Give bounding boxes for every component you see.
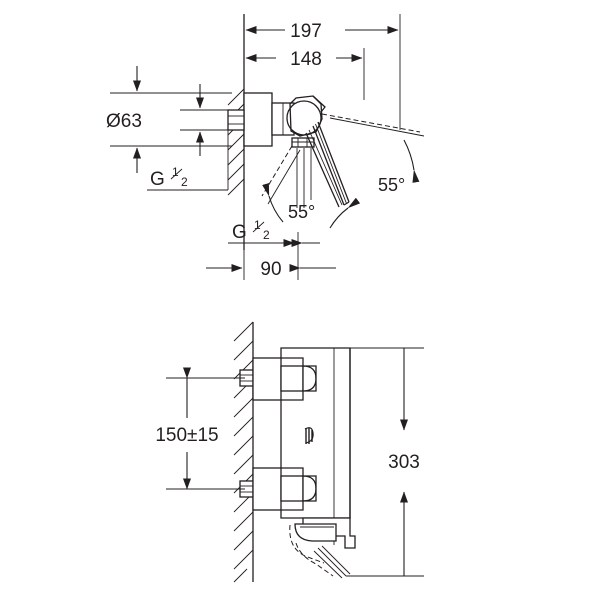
dim-d63-label: Ø63	[106, 111, 142, 132]
dim-303-label: 303	[388, 452, 420, 473]
side-view-wall	[233, 321, 254, 583]
dim-inlet-bore	[180, 84, 232, 156]
dim-303: 303	[346, 347, 424, 577]
thread-callout-lower-denominator: 2	[263, 228, 270, 242]
angle-left-55-label: 55°	[288, 202, 315, 222]
dim-148: 148	[245, 48, 365, 100]
handle-lever	[305, 121, 350, 208]
thread-callout-lower: G 1 2	[228, 218, 320, 254]
thread-callout-lower-numerator: 1	[254, 218, 261, 232]
grohe-logo	[304, 427, 314, 444]
lower-inlet-assembly	[239, 467, 317, 511]
dim-197-label: 197	[290, 21, 322, 42]
outlet-connector	[289, 517, 356, 579]
angle-right-55-label: 55°	[378, 175, 405, 195]
wall-hatching	[227, 88, 245, 196]
side-view: 150±15 303	[155, 321, 424, 583]
thread-callout-upper-denominator: 2	[181, 175, 188, 189]
dim-90-label: 90	[260, 259, 281, 280]
dim-150-label: 150±15	[155, 425, 218, 446]
dim-90: 90	[206, 250, 336, 280]
angle-right-55: 55°	[378, 139, 420, 195]
top-view-mixer-body	[227, 92, 350, 208]
side-wall-hatching	[233, 321, 254, 583]
dim-d63: Ø63	[106, 66, 232, 173]
top-view: 197 148 Ø63	[106, 14, 425, 280]
angle-left-55: 55°	[262, 183, 361, 229]
dim-148-label: 148	[290, 49, 322, 70]
side-mixer-body	[280, 347, 351, 545]
dim-150-tol: 150±15	[155, 367, 245, 490]
top-view-wall	[227, 14, 245, 250]
thread-callout-upper: G 1 2	[147, 130, 229, 191]
thread-callout-upper-letter: G	[150, 169, 165, 190]
dim-197: 197	[243, 14, 401, 130]
thread-callout-upper-numerator: 1	[172, 165, 179, 179]
thread-callout-lower-letter: G	[232, 222, 247, 243]
